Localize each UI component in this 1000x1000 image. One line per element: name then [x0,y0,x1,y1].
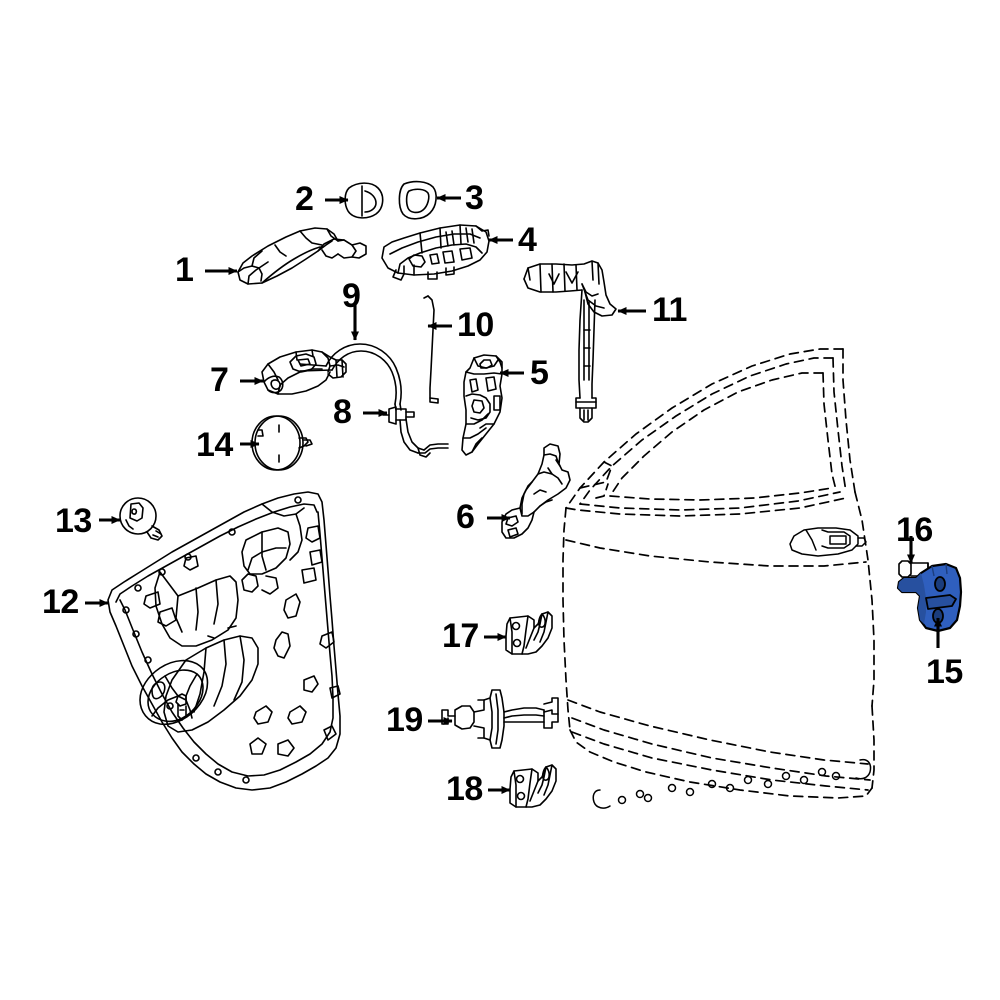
part-10-lock-control-rod [423,295,439,404]
callout-number-10: 10 [457,306,494,344]
part-17-upper-door-hinge [505,611,553,655]
callout-number-9: 9 [342,277,361,315]
part-7-inside-door-handle [261,349,347,395]
callout-number-6: 6 [456,498,475,536]
part-3-handle-cover-cap [398,180,437,220]
door-shell-outline [562,348,875,799]
callout-number-16: 16 [896,511,933,549]
callout-number-8: 8 [333,393,352,431]
part-18-lower-door-hinge [509,764,557,808]
part-12-door-module-panel [107,491,341,791]
part-6-lower-hinge-bracket [501,443,571,539]
part-8-latch-cable-connector [382,406,449,458]
callout-number-1: 1 [175,251,194,289]
callout-number-3: 3 [465,179,484,217]
part-1-outside-door-handle [237,227,367,285]
callout-number-11: 11 [652,291,687,329]
callout-number-17: 17 [442,617,479,655]
part-5-door-latch-assembly [461,354,503,456]
part-14-access-hole-cover [251,415,313,471]
callout-number-2: 2 [295,180,314,218]
part-13-window-motor [119,497,163,541]
callout-number-13: 13 [55,502,92,540]
callout-number-15: 15 [926,653,963,691]
callout-number-7: 7 [210,361,229,399]
callout-number-12: 12 [42,583,79,621]
callout-number-14: 14 [196,426,233,464]
part-11-window-regulator-rail [523,260,617,423]
part-2-handle-end-cap [344,182,384,219]
part-19-door-check-strap [441,689,559,749]
callout-number-4: 4 [518,221,537,259]
part-15-door-check-striker [896,562,963,633]
callout-number-19: 19 [386,701,423,739]
callout-number-18: 18 [446,770,483,808]
callout-number-5: 5 [530,354,549,392]
part-4-handle-carrier-base [381,224,490,281]
door-shell-details [592,527,872,809]
